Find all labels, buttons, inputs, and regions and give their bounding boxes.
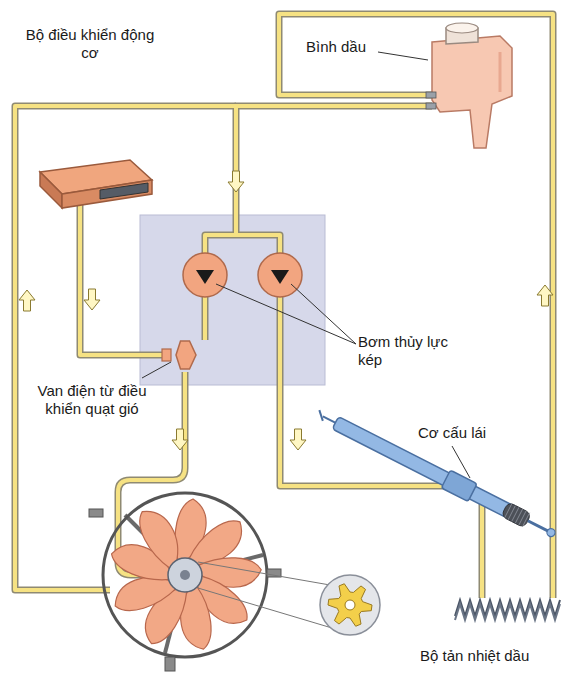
cooler-fin xyxy=(455,604,560,620)
oil-cooler xyxy=(455,600,560,620)
engine-control-unit xyxy=(40,160,152,208)
part-label: Van điện từ điều khiển quạt gió xyxy=(24,382,160,419)
cooling-fan xyxy=(180,570,190,580)
pipe xyxy=(280,297,458,486)
flow-arrow xyxy=(172,429,188,450)
engine-control-unit xyxy=(40,172,62,208)
pipe-outline xyxy=(279,14,553,598)
flow-arrow xyxy=(537,285,553,306)
pipe xyxy=(203,297,207,340)
solenoid-valve xyxy=(162,349,171,361)
part-label: Bộ tản nhiệt dầu xyxy=(420,647,560,665)
hydraulic-pump xyxy=(183,253,302,297)
fan-mount xyxy=(89,509,103,517)
steering-rack xyxy=(313,405,559,544)
pump-block xyxy=(140,215,325,385)
fan-motor xyxy=(168,558,202,592)
leader-line xyxy=(452,446,470,478)
part-label: Bình dầu xyxy=(306,38,378,56)
solenoid-valve xyxy=(162,341,196,369)
fan-mount xyxy=(89,509,281,671)
pipe xyxy=(15,14,553,598)
flow-arrow xyxy=(19,290,35,311)
steering-rack xyxy=(528,521,549,532)
pipe xyxy=(205,235,280,253)
hydraulic-pump xyxy=(258,253,302,297)
engine-control-unit xyxy=(62,180,152,208)
leader-line xyxy=(142,52,470,478)
steering-rack xyxy=(546,527,557,538)
pipe-outline xyxy=(236,106,432,235)
motor-detail xyxy=(328,584,372,627)
hydraulic-pump xyxy=(183,253,227,297)
fan-blade xyxy=(108,499,263,654)
hydraulic-pump xyxy=(271,270,289,284)
oil-reservoir xyxy=(499,52,502,92)
cooling-fan xyxy=(89,493,281,671)
solenoid-valve xyxy=(176,341,196,369)
boot-rib xyxy=(512,507,519,521)
pipe xyxy=(279,14,553,598)
pipe-outline xyxy=(15,14,553,598)
pipe-outline xyxy=(205,235,280,253)
steering-rack xyxy=(501,502,531,528)
oil-reservoir xyxy=(432,36,512,148)
part-label: Cơ cấu lái xyxy=(418,424,508,442)
boot-rib xyxy=(519,511,526,525)
motor-detail xyxy=(198,562,330,585)
part-label: Bơm thủy lực kép xyxy=(358,333,462,370)
flow-arrow xyxy=(228,171,244,192)
pipe xyxy=(480,500,484,598)
motor-detail xyxy=(198,562,380,635)
flow-arrow xyxy=(84,289,100,310)
oil-reservoir xyxy=(426,23,512,148)
oil-reservoir xyxy=(446,23,478,33)
leader-line xyxy=(291,284,356,344)
flow-arrow xyxy=(290,429,306,450)
boot-rib xyxy=(505,504,512,518)
oil-cooler xyxy=(455,600,560,620)
flow-arrow xyxy=(19,171,553,450)
motor-detail xyxy=(198,588,332,628)
pipe-outline xyxy=(80,205,168,355)
leader-line xyxy=(216,284,356,344)
motor-detail xyxy=(320,575,380,635)
boot-rib xyxy=(515,509,522,523)
pipe xyxy=(80,205,168,355)
oil-reservoir xyxy=(426,103,436,109)
steering-rack xyxy=(501,502,531,528)
fan-mount xyxy=(165,657,175,671)
pipe-outline xyxy=(479,500,486,598)
steering-rack xyxy=(441,470,477,501)
steering-rack xyxy=(316,410,327,421)
pipe xyxy=(236,106,432,235)
boot-rib xyxy=(508,505,515,519)
fan-shroud xyxy=(103,493,267,657)
leader-line xyxy=(142,362,171,378)
engine-control-unit xyxy=(100,183,148,199)
motor-detail xyxy=(345,600,355,610)
pipe-outline xyxy=(280,297,458,486)
boot-rib xyxy=(522,513,529,527)
leader-line xyxy=(378,52,428,60)
steering-rack xyxy=(505,504,530,527)
oil-reservoir xyxy=(426,92,436,98)
hydraulic-pump xyxy=(196,270,214,284)
steering-rack xyxy=(332,416,517,519)
part-label: Bộ điều khiển động cơ xyxy=(22,26,158,63)
pipe-outline xyxy=(202,297,209,340)
